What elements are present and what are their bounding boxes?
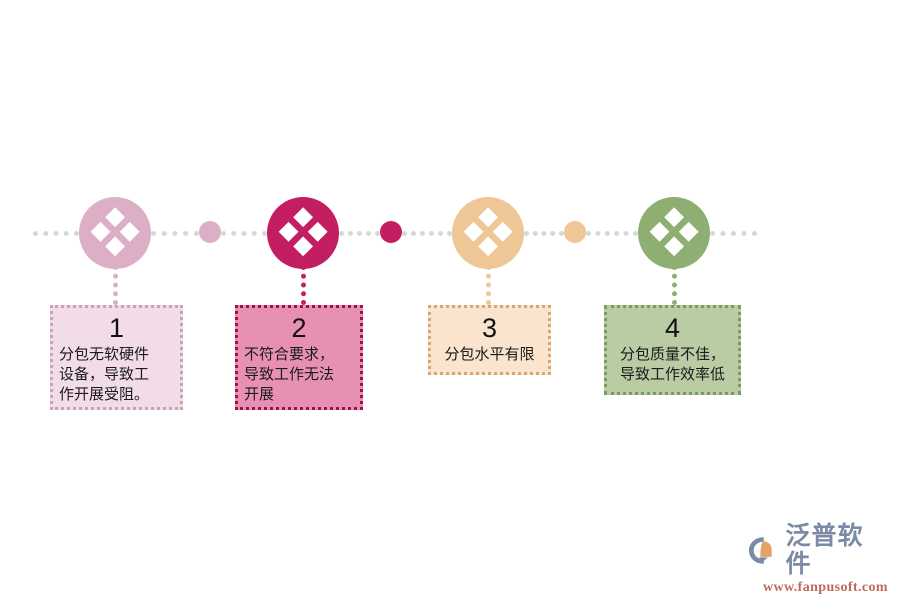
timeline-node-4[interactable] xyxy=(638,197,710,269)
stem-connector-4 xyxy=(672,265,677,305)
timeline-connector-dot xyxy=(199,221,221,243)
watermark-logo: 泛普软件 www.fanpusoft.com xyxy=(748,522,888,595)
timeline-connector-dot xyxy=(380,221,402,243)
timeline-spine-segment xyxy=(586,231,638,236)
timeline-spine-segment xyxy=(710,231,757,236)
step-box-3[interactable]: 3 分包水平有限 xyxy=(428,305,551,375)
timeline-node-1[interactable] xyxy=(79,197,151,269)
step-number-3: 3 xyxy=(481,313,498,343)
timeline-spine-segment xyxy=(33,231,79,236)
stem-connector-2 xyxy=(301,265,306,305)
step-text-2: 不符合要求， 导致工作无法 开展 xyxy=(244,345,335,403)
timeline-spine-segment xyxy=(151,231,199,236)
four-diamond-cluster-icon xyxy=(649,207,699,257)
step-text-1: 分包无软硬件 设备，导致工 作开展受阻。 xyxy=(59,345,150,403)
timeline-connector-dot xyxy=(564,221,586,243)
fanpu-logo-icon xyxy=(748,537,772,564)
watermark-url-text: www.fanpusoft.com xyxy=(762,580,888,595)
watermark-brand-row: 泛普软件 xyxy=(748,522,888,578)
timeline-node-3[interactable] xyxy=(452,197,524,269)
four-diamond-cluster-icon xyxy=(463,207,513,257)
step-text-3: 分包水平有限 xyxy=(444,345,535,363)
step-number-4: 4 xyxy=(664,313,681,343)
step-number-1: 1 xyxy=(108,313,125,343)
step-text-4: 分包质量不佳， 导致工作效率低 xyxy=(619,345,725,383)
four-diamond-cluster-icon xyxy=(278,207,328,257)
timeline-node-2[interactable] xyxy=(267,197,339,269)
timeline-spine-segment xyxy=(221,231,267,236)
stem-connector-3 xyxy=(486,265,491,305)
watermark-brand-text: 泛普软件 xyxy=(785,521,864,578)
step-number-2: 2 xyxy=(291,313,307,343)
timeline-spine-segment xyxy=(524,231,564,236)
timeline-spine-segment xyxy=(402,231,452,236)
four-diamond-cluster-icon xyxy=(90,207,140,257)
stem-connector-1 xyxy=(113,265,118,305)
timeline-spine-segment xyxy=(339,231,380,236)
